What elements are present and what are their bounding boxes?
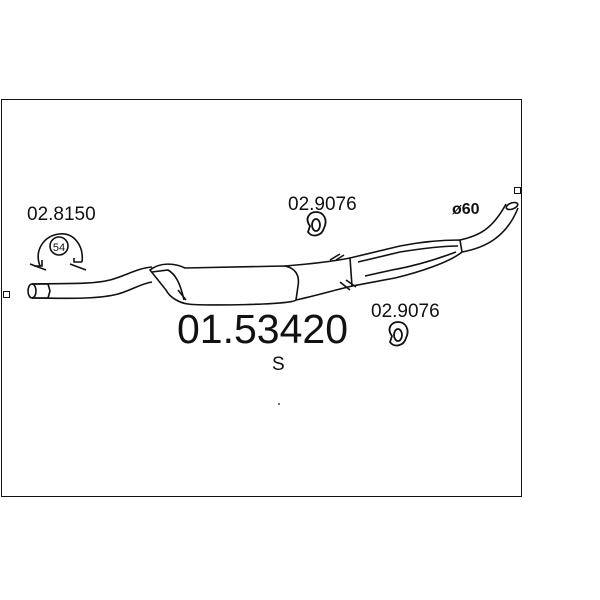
diagram-frame [1,99,522,497]
part-number: 01.53420 [177,306,348,352]
clamp-size-label: 54 [53,242,65,254]
middle-pipe [284,253,357,301]
frame-edge-mark-right [514,187,521,194]
outlet-pipe [459,201,519,253]
clamp-code-label: 02.8150 [27,204,96,225]
variant-code: S [272,354,285,375]
inlet-pipe [27,266,153,300]
diameter-label: ø60 [452,201,480,218]
frame-edge-mark-left [3,291,10,298]
gasket-icon [388,321,409,347]
stray-dot [278,403,280,405]
gasket-icon [306,211,327,237]
clamp-icon [29,233,87,271]
gasket-code-label: 02.9076 [371,301,440,322]
front-silencer [148,263,300,306]
rear-section [349,239,463,287]
gasket-code-label: 02.9076 [288,194,357,215]
